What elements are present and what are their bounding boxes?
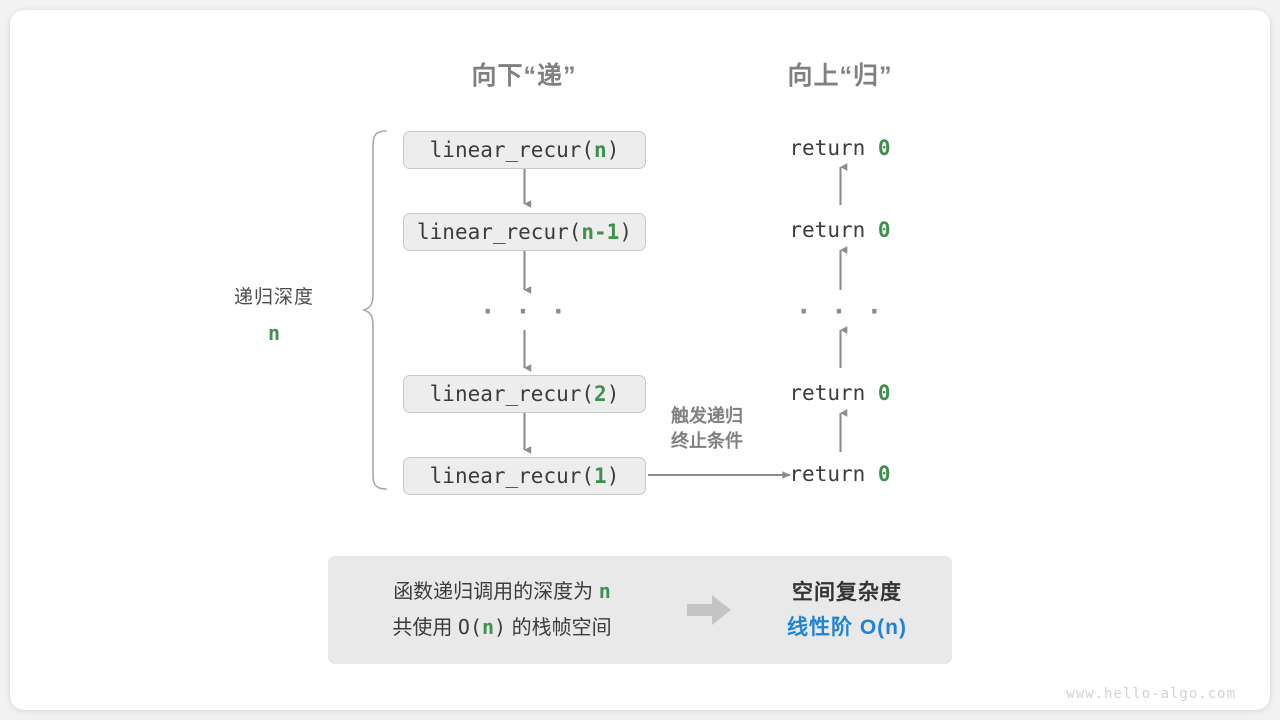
call-column-ellipsis: · · · — [479, 297, 569, 327]
return-value: 0 — [877, 136, 891, 160]
summary-arrow-wrap — [676, 593, 742, 627]
column-heading-ascend: 向上“归” — [787, 62, 893, 90]
return-label-1: return 0 — [789, 462, 890, 486]
return-keyword: return — [789, 462, 866, 486]
call-box-prefix: linear_recur( — [429, 464, 595, 488]
return-keyword: return — [789, 136, 866, 160]
call-box-2: linear_recur(2) — [403, 375, 646, 413]
call-box-prefix: linear_recur( — [417, 220, 582, 244]
recursion-depth-text: 递归深度 — [233, 287, 315, 308]
summary-left-text: 函数递归调用的深度为 n 共使用 O(n) 的栈帧空间 — [328, 574, 676, 646]
terminate-note-line2: 终止条件 — [671, 431, 743, 451]
summary-line-1-n: n — [598, 579, 611, 603]
summary-line-2-suffix: 的栈帧空间 — [511, 617, 612, 639]
right-arrow-icon — [687, 595, 731, 625]
return-keyword: return — [789, 218, 866, 242]
return-keyword: return — [789, 381, 866, 405]
summary-line-2-prefix: 共使用 — [392, 617, 453, 639]
call-box-arg: 1 — [594, 464, 607, 488]
summary-line-2: 共使用 O(n) 的栈帧空间 — [328, 610, 676, 646]
terminate-note-line1: 触发递归 — [671, 406, 743, 426]
return-value: 0 — [877, 462, 891, 486]
return-column-ellipsis: · · · — [795, 297, 885, 327]
call-box-suffix: ) — [606, 464, 620, 488]
call-box-suffix: ) — [619, 220, 632, 244]
summary-line-2-o: O( — [457, 615, 482, 639]
recursion-depth-value: n — [267, 321, 281, 345]
column-heading-descend: 向下“递” — [471, 62, 577, 90]
summary-complexity-title: 空间复杂度 — [792, 581, 902, 604]
summary-line-2-close: ) — [494, 615, 507, 639]
return-value: 0 — [877, 218, 891, 242]
call-box-prefix: linear_recur( — [429, 138, 595, 162]
call-box-prefix: linear_recur( — [429, 382, 595, 406]
return-label-2: return 0 — [789, 381, 890, 405]
return-label-n: return 0 — [789, 136, 890, 160]
summary-complexity-value: 线性阶 O(n) — [787, 616, 907, 639]
call-box-arg: n-1 — [581, 220, 620, 244]
terminate-condition-note: 触发递归 终止条件 — [671, 404, 743, 454]
return-value: 0 — [877, 381, 891, 405]
call-box-1: linear_recur(1) — [403, 457, 646, 495]
watermark: www.hello-algo.com — [1066, 686, 1236, 702]
call-box-arg: n — [594, 138, 607, 162]
summary-right-text: 空间复杂度 线性阶 O(n) — [742, 575, 952, 645]
call-box-suffix: ) — [606, 138, 620, 162]
summary-line-2-n: n — [482, 615, 495, 639]
call-box-suffix: ) — [606, 382, 620, 406]
summary-line-1-text: 函数递归调用的深度为 — [393, 581, 594, 603]
recursion-depth-label: 递归深度 n — [234, 282, 314, 345]
call-box-arg: 2 — [594, 382, 607, 406]
call-box-n-minus-1: linear_recur(n-1) — [403, 213, 646, 251]
summary-line-1: 函数递归调用的深度为 n — [328, 574, 676, 610]
call-box-n: linear_recur(n) — [403, 131, 646, 169]
return-label-n-minus-1: return 0 — [789, 218, 890, 242]
summary-panel: 函数递归调用的深度为 n 共使用 O(n) 的栈帧空间 空间复杂度 线性阶 O(… — [328, 556, 952, 664]
